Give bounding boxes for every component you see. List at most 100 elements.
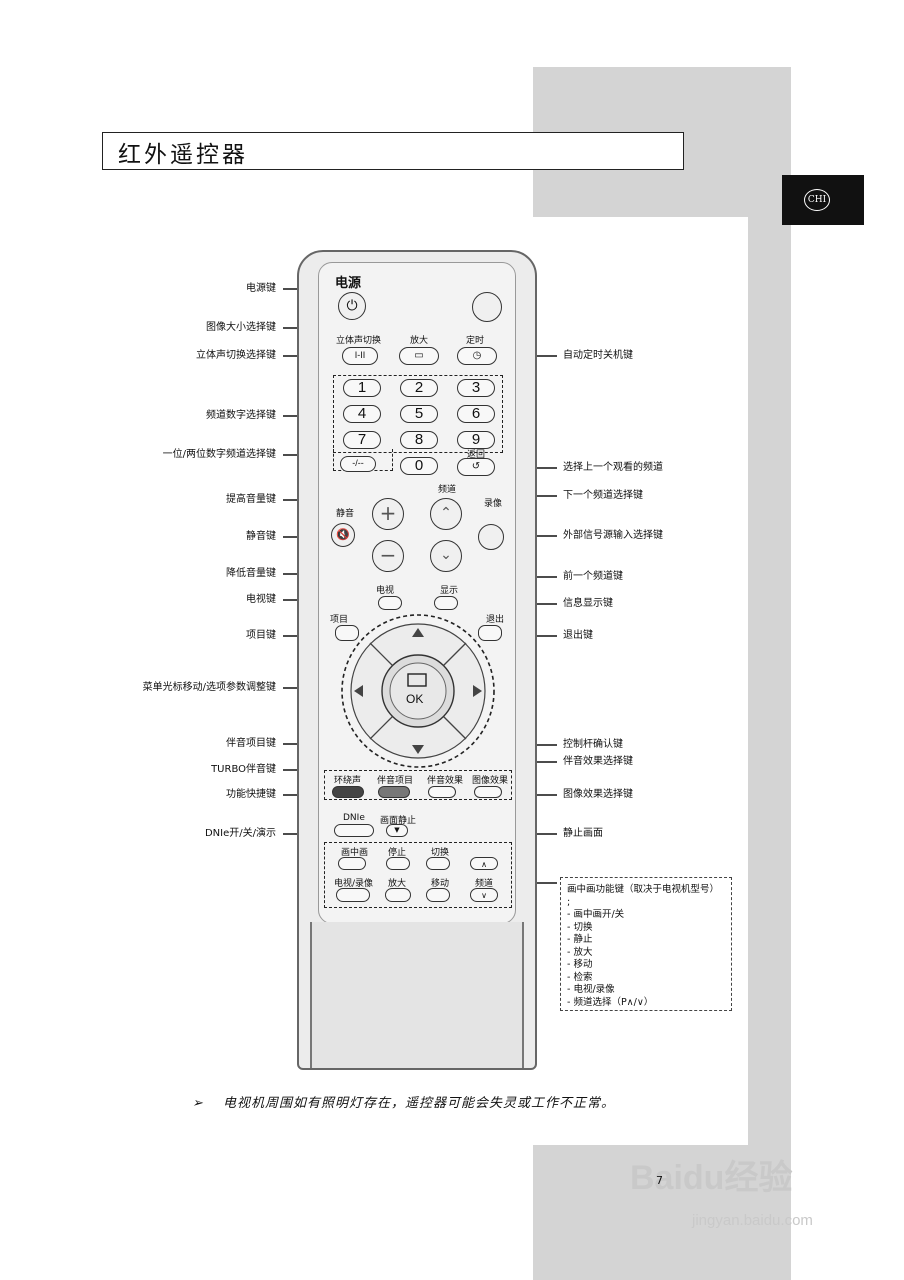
- pip-tv-video-button[interactable]: [336, 888, 370, 902]
- note-arrow-icon: ➢: [192, 1096, 204, 1111]
- digit-mode-button[interactable]: -/--: [340, 456, 376, 472]
- pip-info-item: - 频道选择（P∧/∨）: [567, 996, 654, 1008]
- digit-0-button[interactable]: 0: [400, 457, 438, 475]
- volume-down-button[interactable]: −: [372, 540, 404, 572]
- picture-effect-label: 图像效果: [472, 776, 509, 786]
- menu-label: 项目: [330, 615, 349, 625]
- nav-right-icon: [473, 685, 482, 697]
- mute-button[interactable]: 🔇: [331, 523, 355, 547]
- channel-label: 频道: [438, 485, 457, 495]
- pip-info-item: - 检索: [567, 971, 593, 983]
- pip-info-item: - 电视/录像: [567, 984, 615, 995]
- label-channel-down: 前一个频道键: [563, 571, 623, 582]
- power-label: 电源: [335, 276, 362, 291]
- watermark-url: jingyan.baidu.com: [692, 1212, 813, 1229]
- pip-freeze-label: 停止: [388, 848, 407, 858]
- digit-2-button[interactable]: 2: [400, 379, 438, 397]
- label-digit-mode: 一位/两位数字频道选择键: [162, 449, 276, 460]
- watermark-logo: Baidu经验: [630, 1159, 793, 1197]
- label-turbo: TURBO伴音键: [211, 764, 276, 775]
- menu-button[interactable]: [335, 625, 359, 641]
- label-mute: 静音键: [246, 531, 276, 542]
- pip-move-button[interactable]: [426, 888, 450, 902]
- pip-swap-button[interactable]: [426, 857, 450, 870]
- digit-8-button[interactable]: 8: [400, 431, 438, 449]
- power-button[interactable]: ⏻: [338, 292, 366, 320]
- pip-info-semicolon: ;: [567, 896, 571, 908]
- mute-label: 静音: [336, 509, 355, 519]
- digit-4-button[interactable]: 4: [343, 405, 381, 423]
- surround-button[interactable]: [332, 786, 364, 798]
- sound-mode-button[interactable]: [378, 786, 410, 798]
- sound-effect-button[interactable]: [428, 786, 456, 798]
- pip-button[interactable]: [338, 857, 366, 870]
- gray-footer-band: [533, 1145, 791, 1280]
- pip-info-box: 画中画功能键（取决于电视机型号） ; - 画中画开/关 - 切换 - 静止 - …: [560, 877, 732, 1011]
- pip-channel-up-button[interactable]: ∧: [470, 857, 498, 870]
- usage-note: ➢ 电视机周围如有照明灯存在，遥控器可能会失灵或工作不正常。: [192, 1092, 615, 1111]
- pip-move-label: 移动: [431, 879, 450, 889]
- pip-info-heading: 画中画功能键（取决于电视机型号）: [567, 884, 720, 895]
- pre-channel-button[interactable]: ↺: [457, 458, 495, 476]
- timer-label: 定时: [466, 336, 485, 346]
- pip-info-item: - 切换: [567, 921, 593, 933]
- pip-info-item: - 移动: [567, 959, 593, 970]
- enter-icon: [407, 673, 427, 687]
- nav-left-icon: [354, 685, 363, 697]
- label-volume-up: 提高音量键: [226, 494, 276, 505]
- blank-round-button[interactable]: [472, 292, 502, 322]
- sleep-timer-button[interactable]: ◷: [457, 347, 497, 365]
- pip-info-item: - 静止: [567, 934, 593, 945]
- channel-down-button[interactable]: ⌄: [430, 540, 462, 572]
- pip-freeze-button[interactable]: [386, 857, 410, 870]
- info-button[interactable]: [434, 596, 458, 610]
- zoom-label: 放大: [410, 336, 429, 346]
- digit-3-button[interactable]: 3: [457, 379, 495, 397]
- tv-button[interactable]: [378, 596, 402, 610]
- label-exit: 退出键: [563, 630, 593, 641]
- label-source: 外部信号源输入选择键: [563, 530, 663, 541]
- stereo-label: 立体声切换: [336, 336, 382, 346]
- picture-effect-button[interactable]: [474, 786, 502, 798]
- digit-5-button[interactable]: 5: [400, 405, 438, 423]
- remote-face: [318, 262, 516, 924]
- digit-1-button[interactable]: 1: [343, 379, 381, 397]
- nav-up-icon: [412, 628, 424, 637]
- pip-channel-label: 频道: [475, 879, 494, 889]
- dnie-label: DNIe: [343, 813, 365, 823]
- pip-tv-video-label: 电视/录像: [334, 879, 374, 889]
- pip-channel-down-button[interactable]: ∨: [470, 888, 498, 902]
- title-frame: [102, 132, 684, 170]
- pip-group-frame: [324, 842, 512, 908]
- language-badge: CHI: [804, 189, 830, 211]
- display-label: 显示: [440, 586, 459, 596]
- digit-7-button[interactable]: 7: [343, 431, 381, 449]
- note-text: 电视机周围如有照明灯存在，遥控器可能会失灵或工作不正常。: [223, 1096, 616, 1111]
- dnie-button[interactable]: [334, 824, 374, 837]
- channel-up-button[interactable]: ⌃: [430, 498, 462, 530]
- pip-size-button[interactable]: [385, 888, 411, 902]
- label-ok: 控制杆确认键: [563, 739, 623, 750]
- gray-side-band: [748, 67, 791, 1280]
- nav-pad[interactable]: [338, 612, 498, 770]
- label-channel-up: 下一个频道选择键: [563, 490, 643, 501]
- digit-6-button[interactable]: 6: [457, 405, 495, 423]
- source-label: 录像: [484, 499, 503, 509]
- label-power: 电源键: [246, 283, 276, 294]
- stereo-button[interactable]: I-II: [342, 347, 378, 365]
- pip-info-item: - 画中画开/关: [567, 909, 625, 920]
- digit-9-button[interactable]: 9: [457, 431, 495, 449]
- volume-up-button[interactable]: +: [372, 498, 404, 530]
- digit-group-frame: [333, 375, 503, 453]
- source-button[interactable]: [478, 524, 504, 550]
- label-stereo: 立体声切换选择键: [196, 350, 276, 361]
- exit-button[interactable]: [478, 625, 502, 641]
- label-menu: 项目键: [246, 630, 276, 641]
- still-button[interactable]: ▼: [386, 824, 408, 837]
- sound-mode-label: 伴音项目: [377, 776, 414, 786]
- label-sound-mode: 伴音项目键: [226, 738, 276, 749]
- ok-label[interactable]: OK: [406, 692, 424, 706]
- exit-label: 退出: [486, 615, 505, 625]
- picture-size-button[interactable]: ▭: [399, 347, 439, 365]
- page-number: 7: [656, 1174, 663, 1187]
